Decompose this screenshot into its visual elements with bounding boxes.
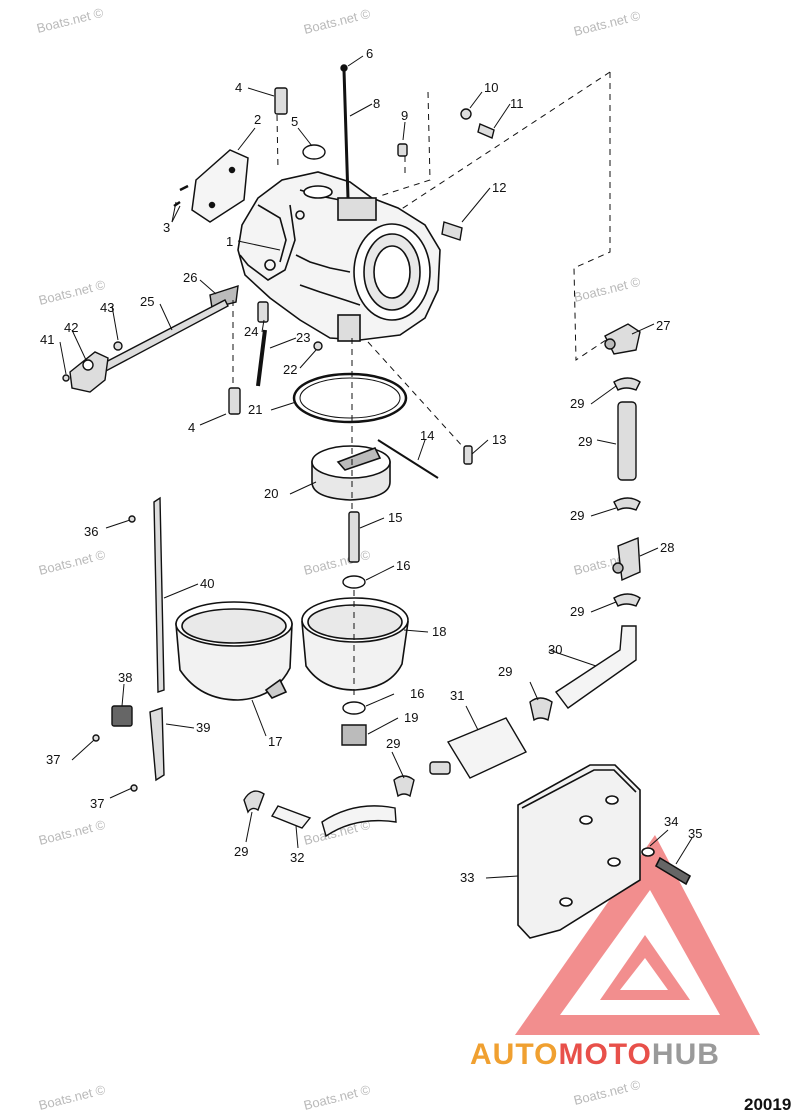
callout-label: 19 — [404, 710, 418, 725]
watermark: Boats.net © — [35, 5, 105, 36]
callout-label: 23 — [296, 330, 310, 345]
brand-logo — [515, 835, 760, 1035]
callout-label: 4 — [188, 420, 195, 435]
watermarks: Boats.net © Boats.net © Boats.net © Boat… — [35, 5, 642, 1113]
watermark: Boats.net © — [37, 817, 107, 848]
gasket-plate — [191, 149, 249, 223]
callout-label: 16 — [410, 686, 424, 701]
small-parts — [173, 64, 495, 746]
assembly-lines — [232, 71, 611, 700]
cover-plate — [517, 764, 692, 939]
callout-label: 42 — [64, 320, 78, 335]
brand-part-hub: HUB — [652, 1038, 720, 1071]
callout-label: 29 — [498, 664, 512, 679]
brand-name: AUTOMOTOHUB — [470, 1038, 720, 1071]
brand-part-auto: AUTO — [470, 1038, 558, 1071]
callout-label: 29 — [570, 508, 584, 523]
watermark: Boats.net © — [302, 547, 372, 578]
callout-label: 29 — [386, 736, 400, 751]
callout-label: 29 — [570, 604, 584, 619]
figure-number: 20019 — [744, 1095, 791, 1114]
callout-label: 29 — [570, 396, 584, 411]
rods-brackets — [92, 496, 165, 792]
callout-label: 10 — [484, 80, 498, 95]
callout-label: 5 — [291, 114, 298, 129]
carburetor-body — [237, 171, 441, 342]
fuel-system — [243, 323, 641, 838]
callout-label: 22 — [283, 362, 297, 377]
watermark: Boats.net © — [302, 1082, 372, 1113]
brand-part-moto: MOTO — [558, 1038, 651, 1071]
throttle-linkage — [62, 299, 229, 393]
float-bowls — [175, 597, 409, 701]
callout-label: 26 — [183, 270, 197, 285]
callout-label: 40 — [200, 576, 214, 591]
callout-label: 4 — [235, 80, 242, 95]
callout-label: 17 — [268, 734, 282, 749]
callout-label: 31 — [450, 688, 464, 703]
watermark: Boats.net © — [572, 1077, 642, 1108]
callout-label: 43 — [100, 300, 114, 315]
callout-label: 36 — [84, 524, 98, 539]
watermark: Boats.net © — [302, 6, 372, 37]
watermark: Boats.net © — [572, 274, 642, 305]
callout-label: 30 — [548, 642, 562, 657]
callout-label: 15 — [388, 510, 402, 525]
callout-label: 3 — [163, 220, 170, 235]
callout-label: 29 — [234, 844, 248, 859]
watermark: Boats.net © — [37, 547, 107, 578]
callout-label: 25 — [140, 294, 154, 309]
callout-label: 14 — [420, 428, 434, 443]
callout-label: 28 — [660, 540, 674, 555]
float — [311, 445, 391, 501]
callout-label: 2 — [254, 112, 261, 127]
callout-label: 35 — [688, 826, 702, 841]
seal-ring — [292, 372, 408, 424]
callout-label: 20 — [264, 486, 278, 501]
callout-label: 39 — [196, 720, 210, 735]
callout-label: 11 — [510, 96, 524, 111]
leader-lines — [59, 55, 693, 879]
callout-label: 33 — [460, 870, 474, 885]
callout-label: 38 — [118, 670, 132, 685]
callout-label: 24 — [244, 324, 258, 339]
callout-label: 8 — [373, 96, 380, 111]
callout-label: 16 — [396, 558, 410, 573]
callout-label: 9 — [401, 108, 408, 123]
callout-labels: 1 2 3 4 4 5 6 8 9 10 11 12 13 14 15 16 1… — [40, 46, 702, 885]
callout-label: 1 — [226, 234, 233, 249]
callout-label: 13 — [492, 432, 506, 447]
callout-label: 37 — [46, 752, 60, 767]
watermark: Boats.net © — [37, 277, 107, 308]
callout-label: 41 — [40, 332, 54, 347]
callout-label: 37 — [90, 796, 104, 811]
callout-label: 6 — [366, 46, 373, 61]
callout-label: 12 — [492, 180, 506, 195]
watermark: Boats.net © — [37, 1082, 107, 1113]
callout-label: 32 — [290, 850, 304, 865]
callout-label: 34 — [664, 814, 678, 829]
watermark: Boats.net © — [572, 8, 642, 39]
callout-label: 18 — [432, 624, 446, 639]
callout-label: 27 — [656, 318, 670, 333]
callout-label: 29 — [578, 434, 592, 449]
callout-label: 21 — [248, 402, 262, 417]
